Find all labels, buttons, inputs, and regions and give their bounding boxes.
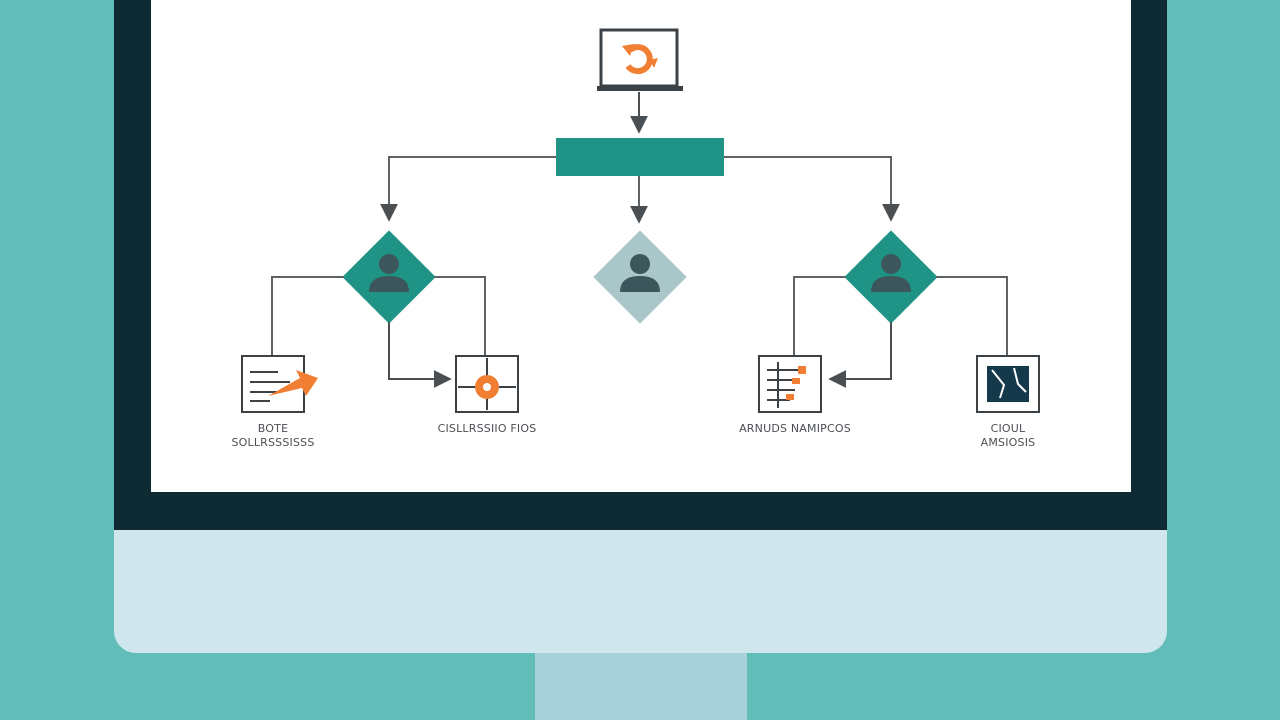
checklist-icon — [767, 362, 806, 408]
output-label-3: ARNUDS NAMIPCOS — [739, 422, 851, 435]
connector-hub-left — [380, 156, 556, 222]
chart-arrow-icon — [250, 370, 318, 402]
output-label-2: CISLLRSSIIO FIOS — [437, 422, 537, 435]
hub-node — [556, 138, 724, 176]
user-icon — [369, 254, 409, 292]
output-node-1 — [241, 355, 318, 413]
map-icon — [987, 366, 1029, 402]
connector-left-out1 — [271, 276, 344, 356]
connector-right-arrow — [828, 322, 892, 388]
connector-left-arrow — [388, 322, 452, 388]
user-icon — [871, 254, 911, 292]
output-label-4: CIOUL AMSIOSIS — [980, 422, 1036, 449]
output-node-4 — [976, 355, 1040, 413]
right-decision-node — [844, 230, 938, 324]
center-decision-node — [593, 230, 687, 324]
output-node-2 — [455, 355, 519, 413]
monitor-chin — [114, 530, 1167, 653]
top-node-laptop — [597, 28, 683, 91]
target-icon — [458, 358, 516, 410]
laptop-refresh-icon — [622, 44, 658, 75]
flowchart-diagram — [241, 28, 1040, 413]
monitor-stand — [535, 653, 747, 720]
monitor-screen: BOTE SOLLRSSSISSS CISLLRSSIIO FIOS ARNUD… — [151, 0, 1131, 492]
connector-right-out2 — [936, 276, 1008, 356]
output-label-1: BOTE SOLLRSSSISSS — [231, 422, 315, 449]
left-decision-node — [342, 230, 436, 324]
connector-left-out2 — [434, 276, 486, 356]
user-icon — [620, 254, 660, 292]
connector-hub-right — [724, 156, 900, 222]
output-node-3 — [758, 355, 822, 413]
connector-right-out1 — [793, 276, 846, 356]
